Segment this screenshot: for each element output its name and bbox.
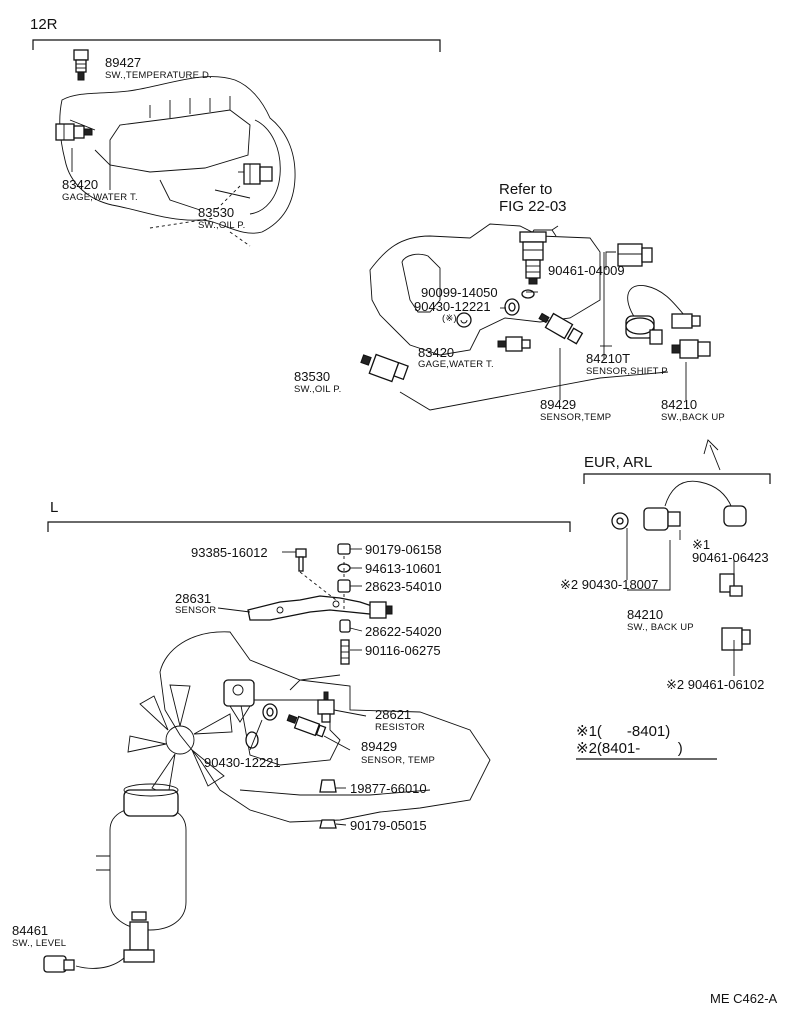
section-l-bracket <box>47 521 571 532</box>
reservoir-tank-icon <box>96 783 187 931</box>
part-number-89429-mid: 89429 <box>540 397 577 412</box>
part-number-28621: 28621 <box>375 707 412 722</box>
sw-back-up-icon-mid <box>671 339 711 359</box>
refer-to-label: Refer to <box>499 181 553 198</box>
leader-lines-12r <box>149 217 251 247</box>
part-mark-90430-12221-mid: (※) <box>442 313 457 324</box>
bolt-93385-icon <box>295 548 337 601</box>
part-number-19877-66010: 19877-66010 <box>350 781 427 796</box>
part-number-90461-06423: 90461-06423 <box>692 550 769 565</box>
sensor-shift-p-icon <box>625 285 701 345</box>
part-name-89427: SW.,TEMPERATURE D. <box>105 70 212 81</box>
part-name-83420-mid: GAGE,WATER T. <box>418 359 494 370</box>
resistor-28621-icon <box>317 691 335 723</box>
part-number-90430-12221-mid: 90430-12221 <box>414 299 491 314</box>
sw-level-icon <box>43 911 155 973</box>
arrow-to-eur <box>703 439 721 471</box>
leader-lines-eur <box>626 528 735 676</box>
part-number-83530-12r: 83530 <box>198 205 235 220</box>
part-name-28631: SENSOR <box>175 605 217 616</box>
part-number-90461-04009: 90461-04009 <box>548 263 625 278</box>
part-name-83420-12r: GAGE,WATER T. <box>62 192 138 203</box>
part-number-93385-16012: 93385-16012 <box>191 545 268 560</box>
eur-mark-1: ※1 <box>692 537 711 552</box>
sensor-temp-icon-low <box>286 714 327 738</box>
sensor-temp-icon-mid <box>538 312 584 345</box>
sw-oil-p-icon-12r <box>215 163 273 211</box>
fan-blade-icon <box>127 684 233 797</box>
part-name-84461: SW., LEVEL <box>12 938 67 949</box>
part-number-28623-54010: 28623-54010 <box>365 579 442 594</box>
part-number-83530-mid: 83530 <box>294 369 331 384</box>
part-number-84210-mid: 84210 <box>661 397 698 412</box>
part-number-94613-10601: 94613-10601 <box>365 561 442 576</box>
nut-90179-05015-icon <box>319 819 337 829</box>
part-number-90430-18007: ※2 90430-18007 <box>560 577 659 592</box>
part-number-84461: 84461 <box>12 923 49 938</box>
clip-90461-04009-icon <box>603 243 653 360</box>
part-number-90099-14050: 90099-14050 <box>421 285 498 300</box>
part-name-83530-12r: SW.,OIL P. <box>198 220 246 231</box>
sw-oil-p-icon-mid <box>360 353 409 383</box>
part-name-84210t: SENSOR,SHIFT P <box>586 366 668 377</box>
part-number-84210-eur: 84210 <box>627 607 664 622</box>
part-number-90179-06158: 90179-06158 <box>365 542 442 557</box>
section-label-eur-arl: EUR, ARL <box>584 454 653 471</box>
sw-back-up-icon-eur <box>611 480 747 531</box>
sensor-shift-p-refer-icon <box>519 225 559 285</box>
legend-line-1: ※1( -8401) <box>576 723 671 740</box>
engine-12r-outline <box>59 76 296 234</box>
refer-fig-label: FIG 22-03 <box>499 198 567 215</box>
part-number-89427: 89427 <box>105 55 142 70</box>
section-12r-bracket <box>32 39 441 52</box>
part-number-84210t: 84210T <box>586 351 631 366</box>
cap-19877-icon <box>319 779 337 793</box>
gage-water-t-icon-mid <box>497 336 531 352</box>
part-number-90461-06102: ※2 90461-06102 <box>666 677 765 692</box>
washers-mid-icon <box>456 289 535 328</box>
part-name-89429-low: SENSOR, TEMP <box>361 755 436 766</box>
figure-code: ME C462-A <box>710 991 778 1006</box>
part-name-84210-mid: SW.,BACK UP <box>661 412 725 423</box>
washer-low-icon <box>245 703 278 749</box>
section-label-l: L <box>50 499 59 516</box>
part-number-90116-06275: 90116-06275 <box>365 643 441 658</box>
part-number-28622-54020: 28622-54020 <box>365 624 442 639</box>
part-number-90179-05015: 90179-05015 <box>350 818 427 833</box>
part-number-89429-low: 89429 <box>361 739 398 754</box>
part-name-83530-mid: SW.,OIL P. <box>294 384 342 395</box>
engine-l-outline <box>159 631 491 823</box>
part-number-83420-mid: 83420 <box>418 345 455 360</box>
sensor-bracket-28631-icon <box>247 595 393 621</box>
gage-water-t-icon-12r <box>55 123 93 172</box>
part-name-28621: RESISTOR <box>375 722 425 733</box>
part-name-84210-eur: SW., BACK UP <box>627 622 694 633</box>
part-number-83420-12r: 83420 <box>62 177 99 192</box>
part-name-89429-mid: SENSOR,TEMP <box>540 412 612 423</box>
section-eur-bracket <box>583 473 771 484</box>
part-number-28631: 28631 <box>175 591 212 606</box>
section-label-12r: 12R <box>30 16 58 33</box>
alternator-icon <box>223 679 255 723</box>
legend-line-2: ※2(8401- ) <box>576 740 683 757</box>
part-number-90430-12221-low: 90430-12221 <box>204 755 281 770</box>
leader-lines-mid <box>399 291 687 411</box>
clip-eur-icons <box>719 560 751 651</box>
sw-temperature-d-icon <box>73 49 89 81</box>
stud-icons <box>339 619 351 665</box>
leader-lines-l <box>217 548 367 826</box>
